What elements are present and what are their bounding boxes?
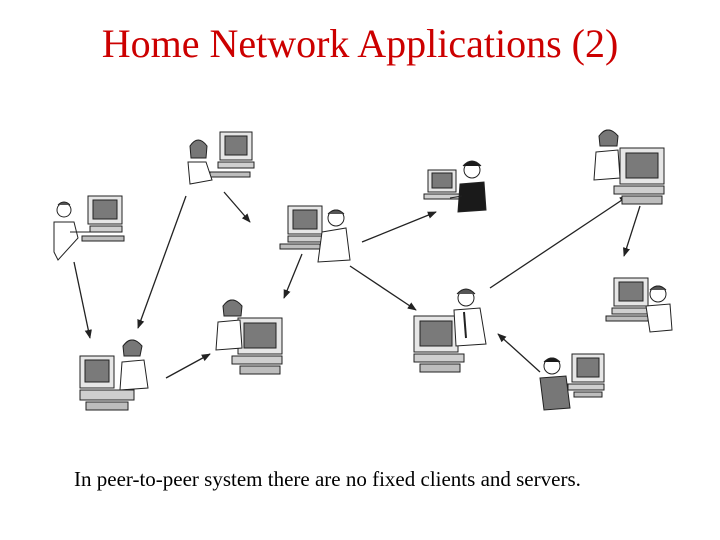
peer-8-computer-user	[593, 129, 665, 205]
peer-1-computer-user	[53, 195, 125, 261]
link-peer6-to-peer7	[349, 265, 417, 311]
connections	[73, 191, 641, 379]
slide-caption: In peer-to-peer system there are no fixe…	[74, 467, 581, 491]
link-peer4-to-peer8	[489, 195, 629, 289]
peer-5-computer-user	[79, 339, 149, 411]
link-peer4-to-peer6	[283, 253, 303, 299]
link-peer7-to-peer8	[623, 205, 641, 257]
peer-3-computer-user	[279, 205, 351, 263]
link-peer2-to-peer3	[223, 191, 251, 223]
link-peer2-to-peer5	[137, 195, 187, 329]
link-peer1-to-peer5	[73, 261, 92, 339]
peer-7-computer-user	[413, 288, 487, 373]
peer-9-computer-user	[605, 277, 673, 333]
link-peer8-to-peer10	[497, 333, 541, 373]
slide-title: Home Network Applications (2)	[101, 21, 619, 66]
link-peer9-to-peer7	[165, 353, 211, 379]
link-peer3-to-peer4	[361, 211, 437, 243]
peer-4-computer-user	[423, 160, 487, 213]
peer-6-computer-user	[215, 299, 283, 375]
peer-2-computer-user	[187, 131, 255, 185]
peer-10-computer-user	[539, 353, 605, 411]
